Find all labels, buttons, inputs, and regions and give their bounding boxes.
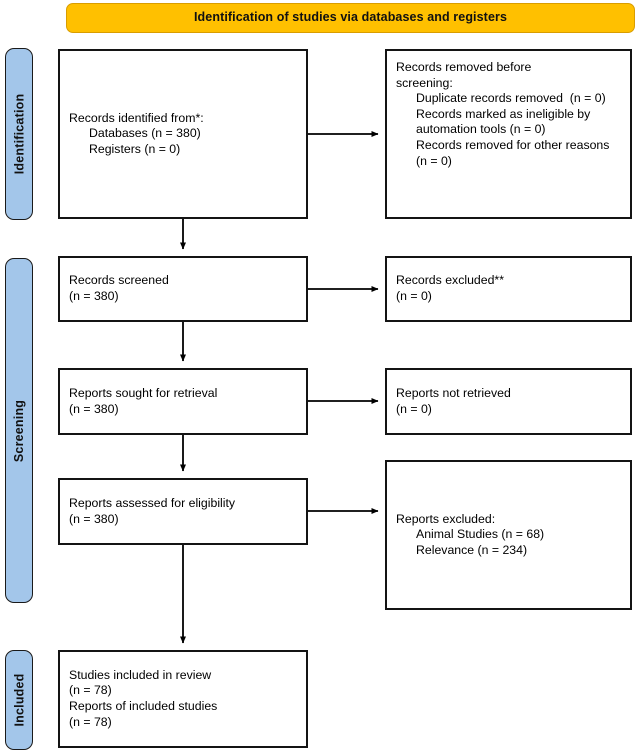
box-reports-assessed-line-2: (n = 380) [69, 511, 119, 526]
box-records-excluded: Records excluded** (n = 0) [385, 256, 632, 322]
box-studies-included: Studies included in review (n = 78) Repo… [58, 650, 308, 748]
box-records-screened: Records screened (n = 380) [58, 256, 308, 322]
box-reports-excluded: Reports excluded: Animal Studies (n = 68… [385, 460, 632, 610]
box-reports-excluded-line-1: Animal Studies (n = 68) [416, 527, 545, 542]
header-title: Identification of studies via databases … [193, 10, 508, 25]
box-records-excluded-line-2: (n = 0) [396, 289, 432, 303]
box-records-removed-heading-2-italic: screening [396, 75, 450, 90]
box-reports-not-retrieved: Reports not retrieved (n = 0) [385, 368, 632, 435]
box-records-identified: Records identified from*: Databases (n =… [58, 49, 308, 219]
box-records-identified-line-2: Databases (n = 380) [89, 126, 201, 141]
box-records-removed-heading-italic: before [496, 60, 532, 74]
box-records-removed: Records removed before screening: Duplic… [385, 49, 632, 219]
box-studies-included-line-1: Studies included in review [69, 667, 212, 682]
box-reports-excluded-heading: Reports excluded: [396, 511, 496, 526]
stage-label-identification: Identification [5, 48, 33, 220]
box-reports-assessed-line-1: Reports assessed for eligibility [69, 495, 236, 510]
box-reports-sought-line-2: (n = 380) [69, 401, 119, 416]
box-records-removed-line-2: Records marked as ineligible by automati… [416, 106, 594, 137]
box-records-removed-line-1: Duplicate records removed (n = 0) [416, 91, 606, 106]
box-reports-sought: Reports sought for retrieval (n = 380) [58, 368, 308, 435]
box-studies-included-line-3: Reports of included studies [69, 699, 218, 713]
box-reports-sought-line-1: Reports sought for retrieval [69, 385, 218, 400]
box-reports-not-retrieved-line-1: Reports not retrieved [396, 385, 511, 400]
box-records-removed-heading-2-plain: : [449, 75, 453, 90]
box-studies-included-line-2: (n = 78) [69, 683, 112, 698]
stage-label-included: Included [5, 650, 33, 750]
box-studies-included-line-4: (n = 78) [69, 714, 112, 729]
stage-label-included-text: Included [12, 673, 26, 727]
box-reports-not-retrieved-line-2: (n = 0) [396, 401, 432, 416]
box-reports-excluded-line-2: Relevance (n = 234) [416, 542, 528, 557]
box-records-identified-line-3: Registers (n = 0) [89, 141, 181, 156]
box-records-screened-line-1: Records screened [69, 273, 169, 288]
stage-label-screening: Screening [5, 258, 33, 603]
stage-label-identification-text: Identification [12, 93, 27, 175]
box-records-removed-heading-plain: Records removed [396, 60, 497, 74]
box-reports-assessed: Reports assessed for eligibility (n = 38… [58, 478, 308, 545]
box-records-removed-heading: Records removed before [396, 60, 621, 76]
box-records-excluded-line-1: Records excluded** [396, 273, 505, 288]
box-records-screened-line-2: (n = 380) [69, 289, 119, 303]
box-records-removed-line-3: Records removed for other reasons (n = 0… [416, 137, 613, 168]
stage-label-screening-text: Screening [12, 399, 26, 462]
box-records-removed-heading-2: screening: [396, 76, 621, 92]
box-records-identified-line-1: Records identified from*: [69, 110, 204, 125]
header-banner: Identification of studies via databases … [66, 3, 635, 33]
